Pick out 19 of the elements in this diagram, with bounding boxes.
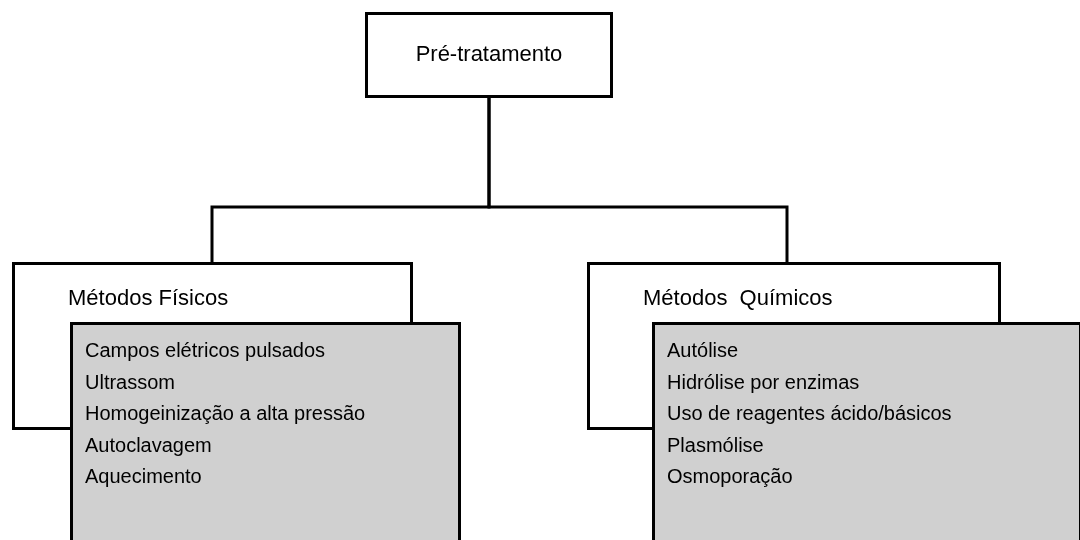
list-item: Osmoporação (667, 464, 794, 489)
list-item: Autólise (667, 338, 740, 363)
method-list-box (70, 322, 461, 540)
list-item: Ultrassom (85, 369, 176, 395)
list-item: Aquecimento (85, 464, 203, 489)
list-item: Hidrólise por enzimas (667, 369, 861, 395)
list-item: Uso de reagentes ácido/básicos (667, 401, 953, 426)
list-item: Campos elétricos pulsados (85, 338, 327, 363)
category-box (587, 262, 1001, 322)
category-box (12, 262, 413, 322)
box-heading: Métodos Químicos (643, 285, 833, 311)
list-item: Plasmólise (667, 432, 765, 458)
connector-line (487, 97, 789, 262)
box-heading: Métodos Físicos (68, 285, 229, 311)
method-list-box (652, 322, 1080, 540)
box-title: Pré-tratamento (414, 41, 564, 67)
list-item: Autoclavagem (85, 432, 213, 458)
process-box (365, 12, 613, 98)
list-item: Homogeinização a alta pressão (85, 401, 367, 426)
